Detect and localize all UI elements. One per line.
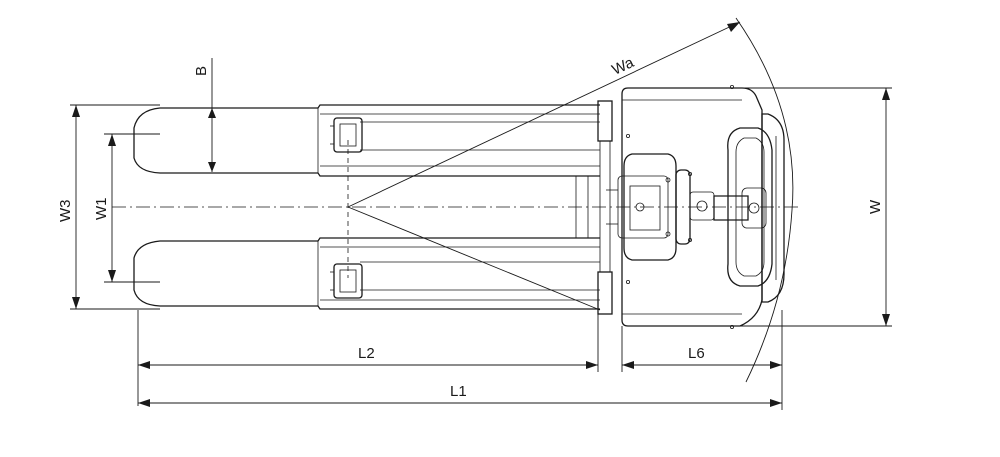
l2-dimension [137, 310, 599, 406]
b-label: B [193, 66, 210, 76]
b-dimension [208, 58, 216, 172]
w-dimension [740, 87, 892, 327]
lower-fork [133, 237, 600, 310]
upper-load-roller [330, 117, 363, 153]
upper-fork [133, 104, 600, 177]
w1-label: W1 [93, 198, 110, 221]
l2-label: L2 [358, 345, 375, 362]
w-label: W [867, 199, 884, 214]
fork-connection [347, 121, 600, 291]
fork-root-plates [597, 100, 613, 315]
l1-label: L1 [450, 383, 467, 400]
l6-label: L6 [688, 345, 705, 362]
w1-dimension [104, 133, 160, 283]
wa-label: Wa [609, 54, 637, 79]
lower-load-roller [330, 263, 363, 299]
l1-dimension [138, 399, 782, 407]
l6-dimension [621, 310, 783, 410]
w3-dimension [70, 104, 160, 310]
tiller-handle [727, 113, 785, 303]
w3-label: W3 [57, 200, 74, 223]
turning-radius-dimension [347, 17, 794, 383]
